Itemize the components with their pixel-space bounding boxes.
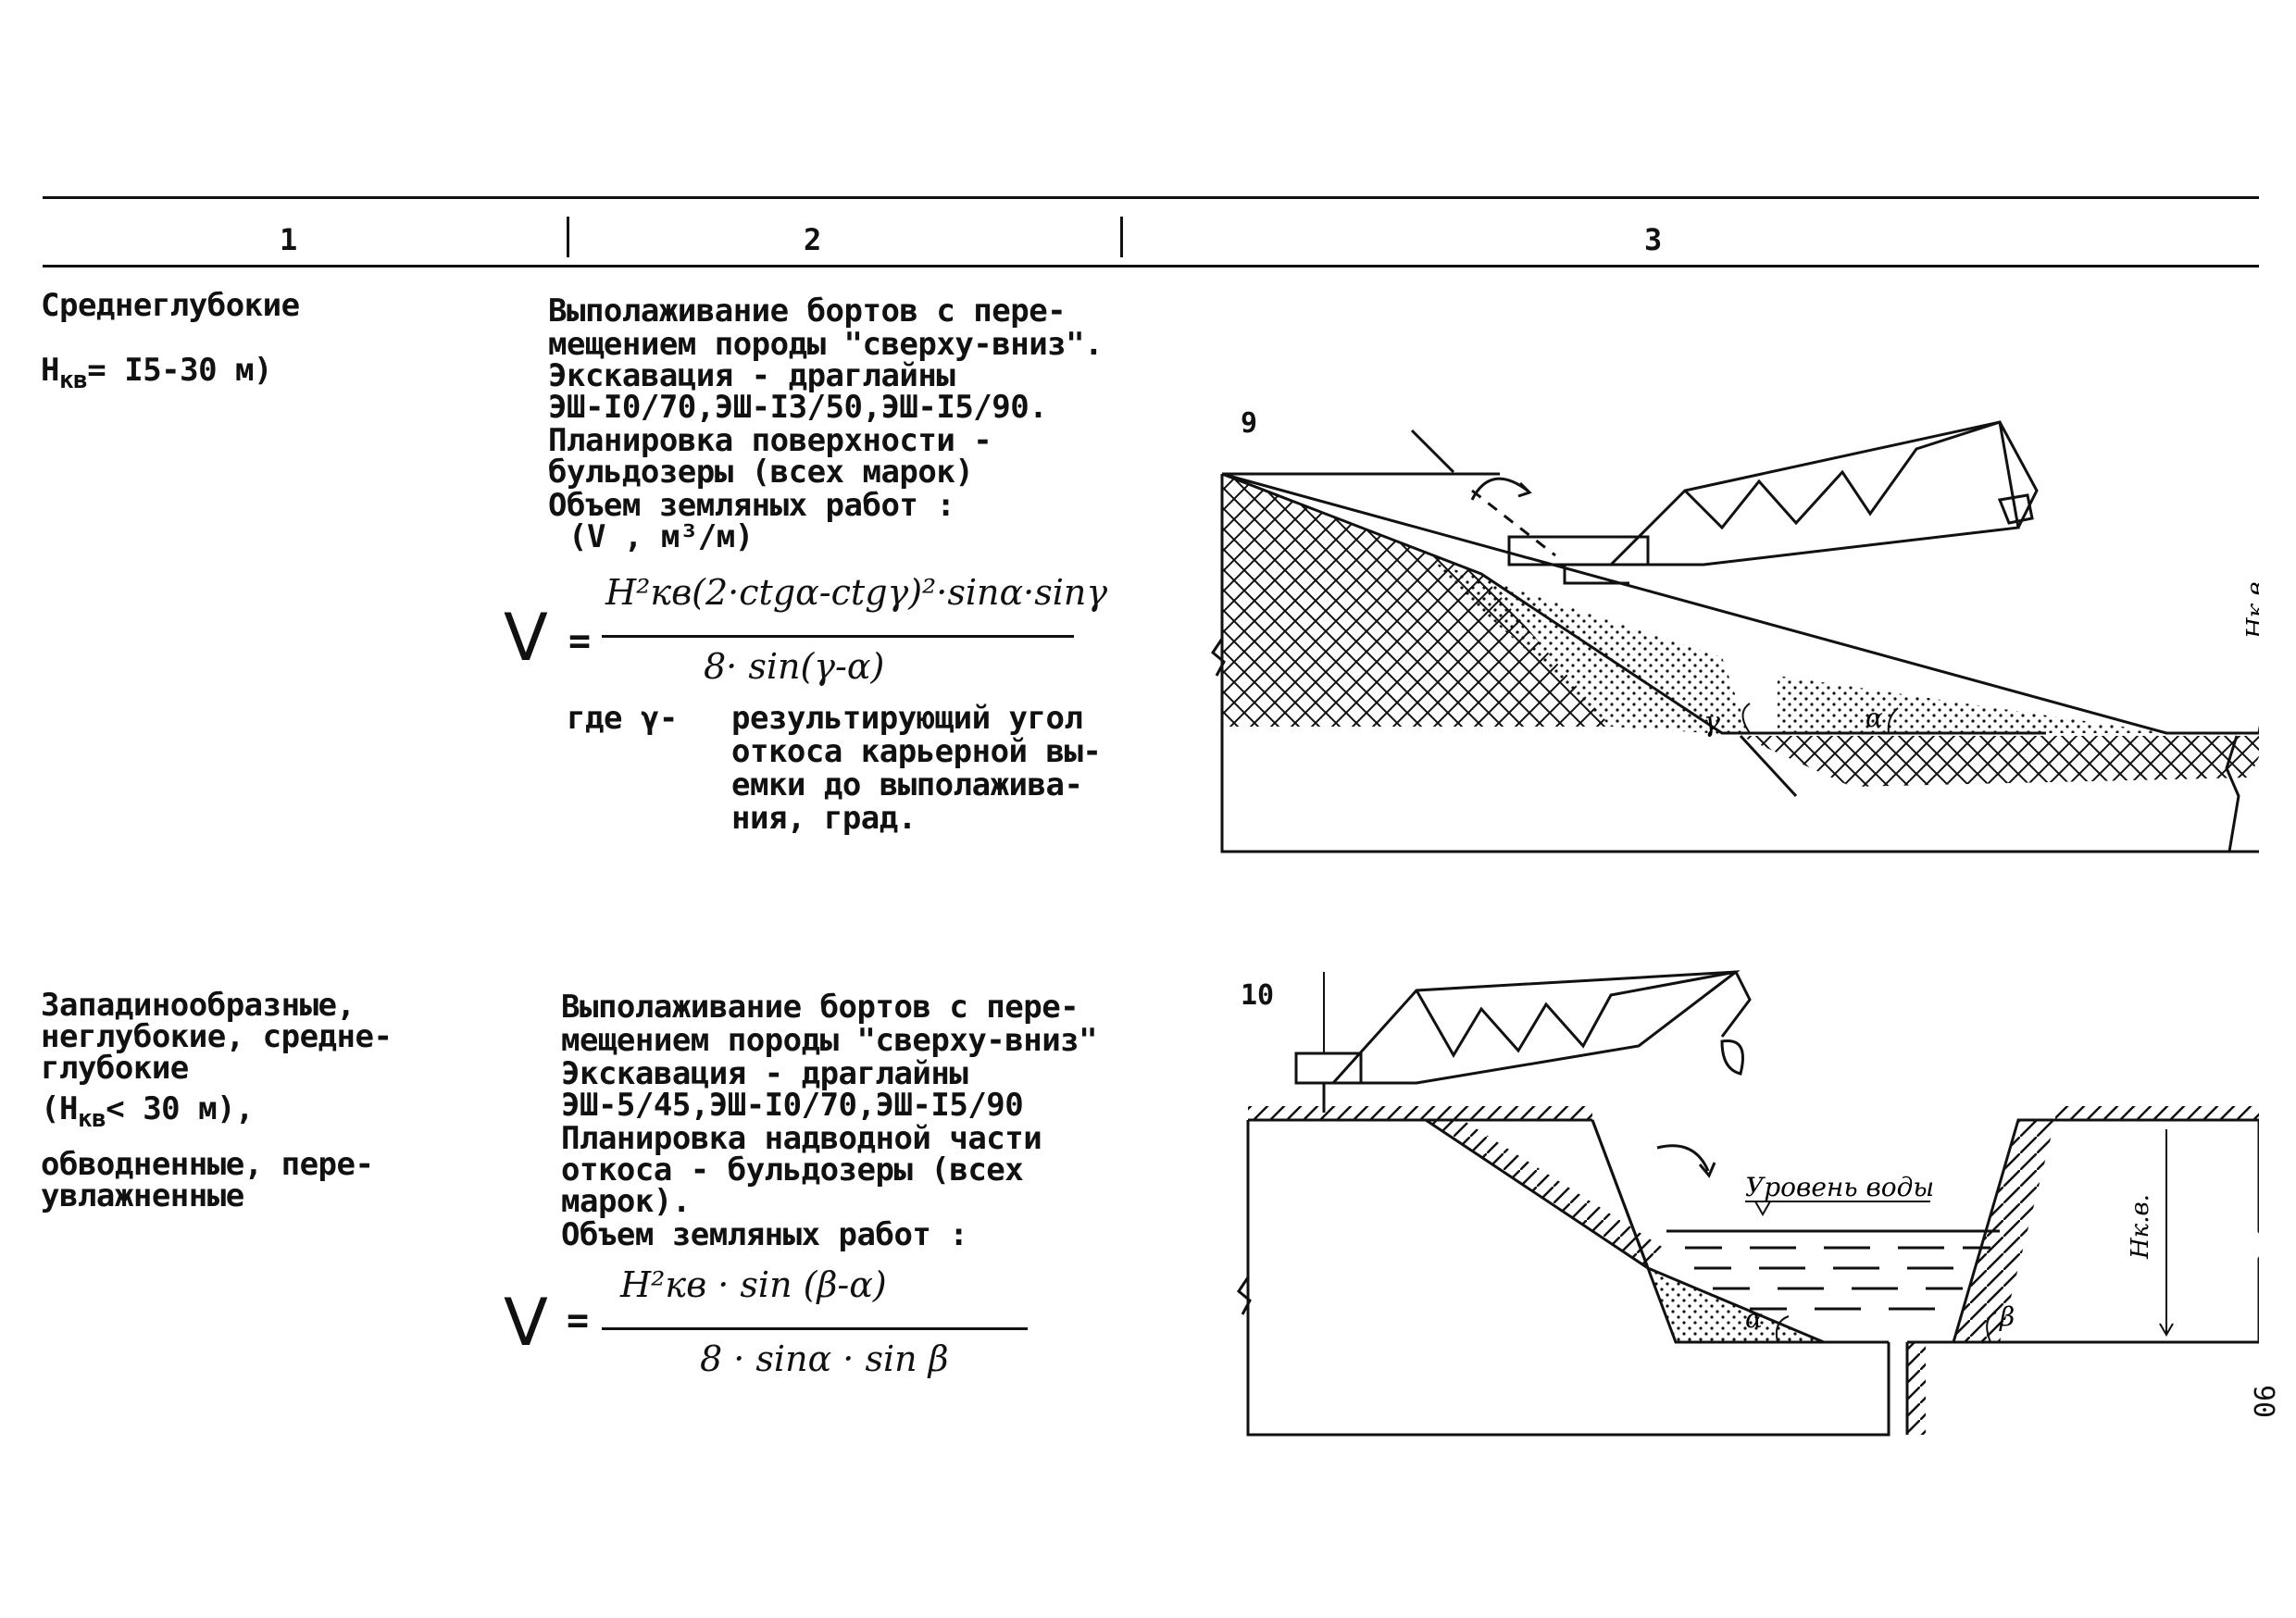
- column-number-3: 3: [1644, 222, 1663, 257]
- figure-10-label-water: Уровень воды: [1745, 1172, 1934, 1202]
- row2-method-line-3: ЭШ-5/45,ЭШ-I0/70,ЭШ-I5/90: [561, 1087, 1024, 1124]
- row2-method-line-1: мещением породы "сверху-вниз": [561, 1022, 1098, 1059]
- row2-method-line-5: откоса - бульдозеры (всех: [561, 1151, 1024, 1189]
- figure-10-label-h: Нк.в.: [2127, 1194, 2154, 1260]
- header-divider-1: [567, 217, 569, 257]
- row1-method-line-4: Планировка поверхности -: [548, 422, 992, 459]
- column-number-2: 2: [804, 222, 822, 257]
- row2-formula-denominator: 8 · sinα · sin β: [700, 1338, 949, 1379]
- row1-method-line-0: Выполаживание бортов с пере-: [548, 292, 1067, 330]
- header-bottom-rule: [43, 265, 2259, 268]
- row2-type-line-2: глубокие: [41, 1050, 189, 1087]
- row2-depth-subscript: кв: [77, 1104, 106, 1133]
- row2-depth-range: (Нкв< 30 м),: [41, 1090, 255, 1136]
- row1-formula-numerator: H²кв(2·ctgα-ctgγ)²·sinα·sinγ: [605, 572, 1108, 613]
- row1-method-line-6: Объем земляных работ :: [548, 487, 955, 524]
- row2-method-line-2: Экскавация - драглайны: [561, 1055, 968, 1092]
- row1-where-line-3: ния, град.: [731, 800, 917, 837]
- row1-method-line-1: мещением породы "сверху-вниз".: [548, 326, 1104, 363]
- figure-10-drawing: Уровень воды Нк.в. α β: [1237, 970, 2259, 1437]
- row2-method-line-7: Объем земляных работ :: [561, 1216, 968, 1253]
- row1-where-line-1: откоса карьерной вы-: [731, 733, 1102, 770]
- figure-9-label-gamma: γ: [1703, 706, 1720, 739]
- row1-depth-value: = I5-30 м): [87, 352, 272, 389]
- figure-10-number: 10: [1241, 979, 1275, 1012]
- figure-9-label-h: Нк.в.: [2242, 574, 2259, 640]
- header-divider-2: [1120, 217, 1123, 257]
- row1-formula-V: V: [504, 600, 548, 676]
- row1-formula-denominator: 8· sin(γ-α): [704, 646, 885, 687]
- row2-formula-numerator: H²кв · sin (β-α): [620, 1264, 887, 1305]
- row2-type-line-0: Западинообразные,: [41, 987, 356, 1024]
- row2-depth-open: (Н: [41, 1090, 78, 1127]
- row2-type-line-3: обводненные, пере-: [41, 1146, 374, 1183]
- row2-formula-V: V: [504, 1285, 548, 1361]
- row1-type-name: Среднеглубокие: [41, 287, 300, 324]
- row2-method-line-0: Выполаживание бортов с пере-: [561, 989, 1079, 1026]
- row1-where-line-0: результирующий угол: [731, 700, 1083, 737]
- figure-10-label-alpha: α: [1745, 1303, 1763, 1334]
- row1-units: (V , м³/м): [568, 518, 754, 555]
- row2-type-line-1: неглубокие, средне-: [41, 1018, 393, 1055]
- figure-10-label-beta: β: [1999, 1301, 2015, 1332]
- row1-depth-range: Нкв= I5-30 м): [41, 354, 272, 397]
- row1-formula-equals: =: [568, 620, 592, 663]
- row1-formula-bar: [602, 635, 1074, 638]
- row1-where-line-2: емки до выполажива-: [731, 766, 1083, 803]
- row1-method-line-5: бульдозеры (всех марок): [548, 454, 974, 491]
- row2-type-line-4: увлажненные: [41, 1177, 244, 1214]
- row1-depth-subscript: кв: [58, 366, 88, 394]
- figure-9-drawing: Нк.в. γ α: [1211, 420, 2259, 853]
- figure-9-number: 9: [1241, 407, 1258, 440]
- row1-method-line-3: ЭШ-I0/70,ЭШ-I3/50,ЭШ-I5/90.: [548, 389, 1048, 426]
- page-number: 90: [2247, 1385, 2279, 1419]
- column-number-1: 1: [280, 222, 298, 257]
- figure-9-label-alpha: α: [1866, 703, 1883, 733]
- top-rule: [43, 196, 2259, 199]
- row1-depth-symbol: Н: [41, 352, 59, 389]
- row2-formula-equals: =: [567, 1300, 590, 1342]
- row2-method-line-6: марок).: [561, 1183, 691, 1220]
- row1-where-label: где γ-: [567, 700, 678, 737]
- row2-depth-value: < 30 м),: [106, 1090, 255, 1127]
- row1-method-line-2: Экскавация - драглайны: [548, 357, 955, 394]
- row2-formula-bar: [602, 1327, 1028, 1330]
- row2-method-line-4: Планировка надводной части: [561, 1120, 1042, 1157]
